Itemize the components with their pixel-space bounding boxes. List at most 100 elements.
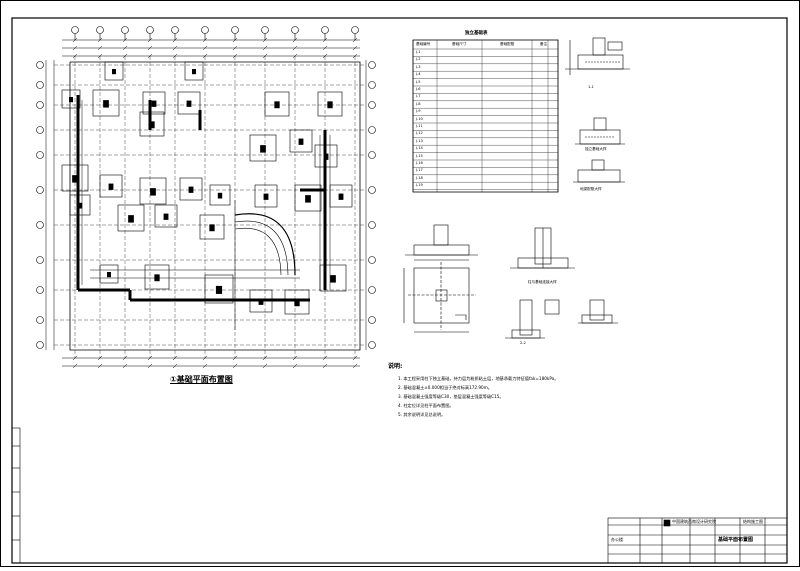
- axis-bubble: [36, 101, 44, 109]
- axis-bubble: [231, 26, 239, 34]
- table-header-note: 备注: [540, 42, 548, 46]
- axis-bubble: [368, 341, 376, 349]
- axis-bubble: [368, 61, 376, 69]
- table-row-id: J-6: [416, 87, 421, 91]
- note-3: 3. 基础混凝土强度等级C30，垫层混凝土强度等级C15。: [398, 394, 504, 399]
- footing-pad: [99, 174, 123, 198]
- detail-footing: [573, 117, 625, 183]
- axis-bubble: [71, 26, 79, 34]
- note-2: 2. 基础混凝土±0.000相当于绝对标高172.90m。: [398, 385, 492, 390]
- column: [305, 195, 311, 203]
- axis-bubble: [36, 221, 44, 229]
- footing-pad: [264, 91, 290, 117]
- note-1: 1. 本工程采用柱下独立基础，持力层为粉质粘土层，地基承载力特征值fak=180…: [398, 376, 559, 381]
- table-header-id: 基础编号: [416, 42, 431, 46]
- footing-pad: [294, 184, 322, 212]
- table-row-id: J-18: [416, 175, 423, 180]
- note-5: 5. 其余说明详见总说明。: [398, 412, 446, 417]
- note-4: 4. 柱定位详见柱平面布置图。: [398, 403, 454, 408]
- column: [108, 183, 114, 190]
- table-row-id: J-4: [416, 72, 421, 77]
- footing-pad: [317, 91, 343, 117]
- axis-bubble: [261, 26, 269, 34]
- column: [72, 175, 78, 183]
- table-header-rebar: 基础配筋: [500, 42, 515, 46]
- table-row-id: J-5: [416, 79, 421, 84]
- footing-pad: [154, 204, 178, 228]
- table-row-id: J-7: [416, 94, 421, 99]
- table-row-id: J-2: [416, 57, 421, 62]
- axis-bubble: [368, 186, 376, 194]
- beam-details: [505, 227, 618, 339]
- footing-pad: [139, 111, 165, 137]
- column: [163, 213, 169, 220]
- notes-heading: 说明:: [388, 363, 403, 370]
- section-label-1-1: 1-1: [588, 85, 594, 89]
- column: [151, 100, 157, 107]
- table-row-id: J-13: [416, 138, 423, 143]
- column: [186, 100, 192, 107]
- column: [103, 100, 109, 108]
- column: [215, 285, 223, 294]
- table-row-id: J-11: [416, 124, 423, 128]
- axis-bubble: [36, 316, 44, 324]
- column: [150, 188, 156, 196]
- axis-bubble: [368, 316, 376, 324]
- table-row-id: J-14: [416, 146, 423, 151]
- axis-bubble: [368, 101, 376, 109]
- table-row-id: J-17: [416, 168, 423, 173]
- axis-bubble: [36, 341, 44, 349]
- footing-pad: [289, 129, 313, 153]
- table-row-id: J-15: [416, 153, 423, 158]
- detail-label-col: 柱与基础连接大样: [528, 280, 557, 284]
- footing-pad: [99, 264, 119, 284]
- axis-bubble: [321, 26, 329, 34]
- axis-bubble: [368, 286, 376, 294]
- footing-pad: [284, 289, 310, 315]
- detail-label-footing: 独立基础大样: [585, 147, 607, 151]
- column: [258, 298, 264, 305]
- column: [294, 299, 300, 307]
- axis-bubble: [36, 126, 44, 134]
- axis-bubble: [146, 26, 154, 34]
- axis-bubble: [36, 151, 44, 159]
- title-block-company: 中国建筑西南设计研究院: [672, 519, 716, 524]
- column: [112, 69, 116, 75]
- axis-bubble: [121, 26, 129, 34]
- column: [217, 192, 223, 199]
- table-header-size: 基础尺寸: [452, 42, 467, 46]
- axis-bubble: [36, 81, 44, 89]
- title-block-project: 办公楼: [611, 537, 623, 542]
- column: [260, 145, 266, 153]
- axis-bubble: [368, 126, 376, 134]
- title-block-stage: 结构施工图: [743, 519, 763, 524]
- inner-frame: [11, 17, 788, 564]
- column: [188, 186, 194, 193]
- column: [263, 193, 269, 200]
- axis-bubble: [291, 26, 299, 34]
- footing-pad: [177, 91, 201, 115]
- column: [149, 121, 155, 129]
- table-row-id: J-1: [416, 50, 421, 54]
- axis-bubble: [368, 221, 376, 229]
- detail-label-2-2: 2-2: [520, 341, 526, 345]
- column: [128, 215, 134, 223]
- column: [209, 224, 215, 232]
- footing-pad: [139, 177, 167, 205]
- footing-pad: [179, 177, 203, 201]
- footing-pad: [254, 184, 278, 208]
- footing-pad: [142, 91, 166, 115]
- column: [327, 101, 333, 109]
- column: [274, 101, 280, 109]
- footing-pad: [249, 134, 277, 162]
- detail-label-beam: 地梁配筋大样: [580, 187, 602, 191]
- axis-bubble: [36, 186, 44, 194]
- footing-pad: [104, 61, 124, 81]
- column: [69, 97, 73, 103]
- axis-bubble: [368, 81, 376, 89]
- axis-bubble: [36, 61, 44, 69]
- footing-plan-detail: [403, 224, 478, 333]
